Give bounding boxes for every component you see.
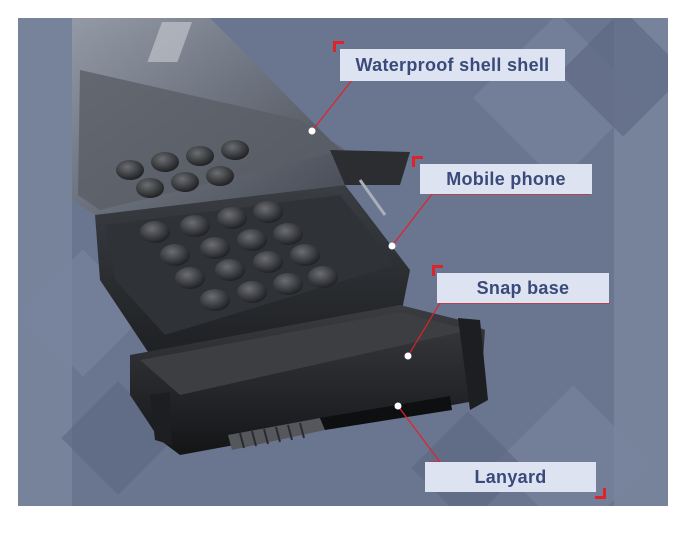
left-strip: [18, 18, 72, 506]
corner-bracket-icon: [432, 265, 443, 276]
label-lanyard: Lanyard: [425, 462, 596, 492]
label-snap-base: Snap base: [437, 273, 609, 303]
corner-bracket-icon: [412, 156, 423, 167]
snap-base-graphic: [130, 305, 488, 455]
mobile-phone-graphic: [95, 185, 410, 355]
lanyard-graphic: [228, 396, 452, 450]
waterproof-shell-graphic: [72, 18, 410, 216]
suction-cups: [116, 140, 338, 311]
label-mobile-phone: Mobile phone: [420, 164, 592, 194]
corner-bracket-icon: [595, 488, 606, 499]
label-waterproof-shell: Waterproof shell shell: [340, 49, 565, 81]
corner-bracket-icon: [333, 41, 344, 52]
callout-dots: [308, 127, 412, 410]
